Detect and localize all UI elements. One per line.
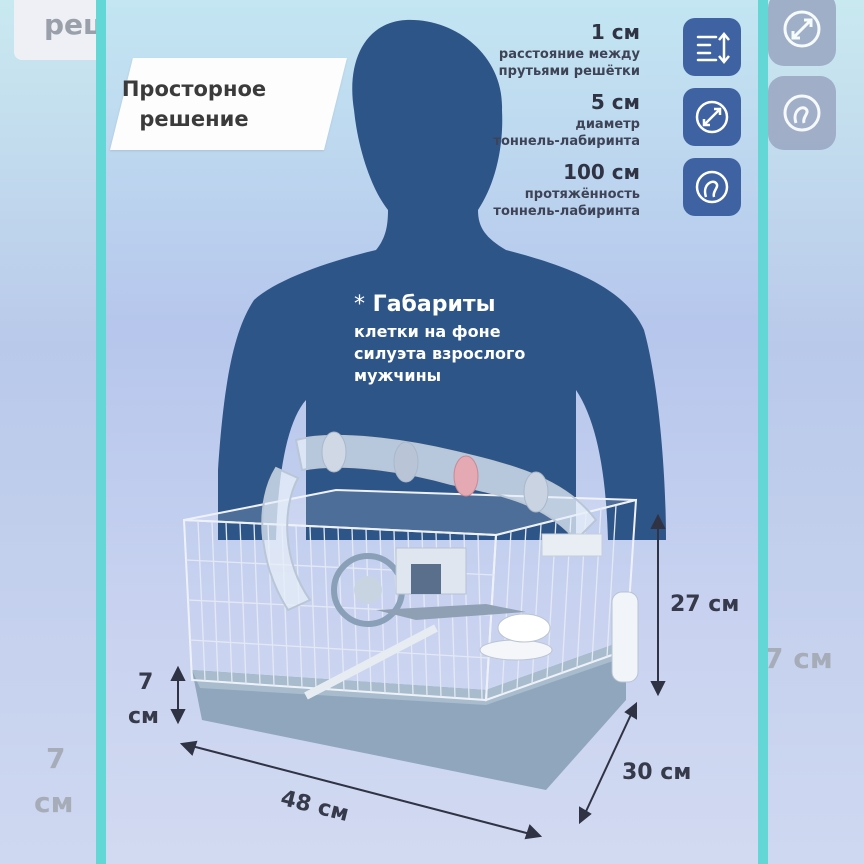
side-dim-blurred: 7 см (764, 642, 833, 675)
dimension-height-label: 27 см (670, 592, 740, 617)
spec-bar-spacing-desc-line1: расстояние между (498, 47, 640, 62)
dimensions-note-line2: силуэта взрослого (354, 344, 526, 363)
panel-border-left (96, 0, 106, 864)
spec-bar-spacing-desc-line2: прутьями решётки (498, 64, 640, 79)
feature-badge-line2: решение (139, 107, 249, 131)
panel-border-right (758, 0, 768, 864)
spec-diameter-value: 5 см (590, 90, 640, 114)
bar-spacing-icon (683, 18, 741, 76)
dimensions-note-line1: клетки на фоне (354, 322, 501, 341)
product-card: Просторное решение 1 см расстояние между… (106, 0, 758, 864)
man-silhouette (218, 19, 666, 540)
dimensions-note-title: * Габариты (354, 292, 525, 317)
dimensions-note-body: клетки на фоне силуэта взрослого мужчины (354, 321, 525, 387)
dimensions-note-title-text: Габариты (372, 292, 496, 317)
spec-diameter-desc-line1: диаметр (575, 117, 640, 132)
dimensions-note: * Габариты клетки на фоне силуэта взросл… (354, 292, 525, 387)
side-dim-value-blurred: 7 (46, 742, 66, 775)
dimension-depth-label: 30 см (622, 760, 692, 785)
dimension-base-unit: см (128, 704, 160, 729)
dimensions-note-line3: мужчины (354, 366, 442, 385)
dimensions-note-star: * (354, 292, 365, 317)
side-dim-unit-blurred: см (34, 786, 74, 819)
feature-badge-line1: Просторное (121, 77, 267, 101)
tunnel-icon (683, 158, 741, 216)
spec-tunnel-length-desc-line2: тоннель-лабиринта (493, 204, 640, 219)
spec-tunnel-length-desc-line1: протяжённость (524, 187, 640, 202)
feature-badge-text: Просторное решение (114, 74, 274, 134)
spec-bar-spacing-desc: расстояние между прутьями решётки (499, 46, 640, 80)
spec-diameter-desc-line2: тоннель-лабиринта (493, 134, 640, 149)
hamster-cage-illustration (170, 431, 666, 840)
dimension-base-value: 7 (138, 670, 154, 695)
diameter-icon (683, 88, 741, 146)
spec-diameter-desc: диаметр тоннель-лабиринта (493, 116, 640, 150)
side-diameter-icon (768, 0, 836, 66)
spec-tunnel-length-desc: протяжённость тоннель-лабиринта (493, 186, 640, 220)
side-tunnel-icon (768, 76, 836, 150)
spec-tunnel-length-value: 100 см (563, 160, 640, 184)
spec-bar-spacing-value: 1 см (590, 20, 640, 44)
